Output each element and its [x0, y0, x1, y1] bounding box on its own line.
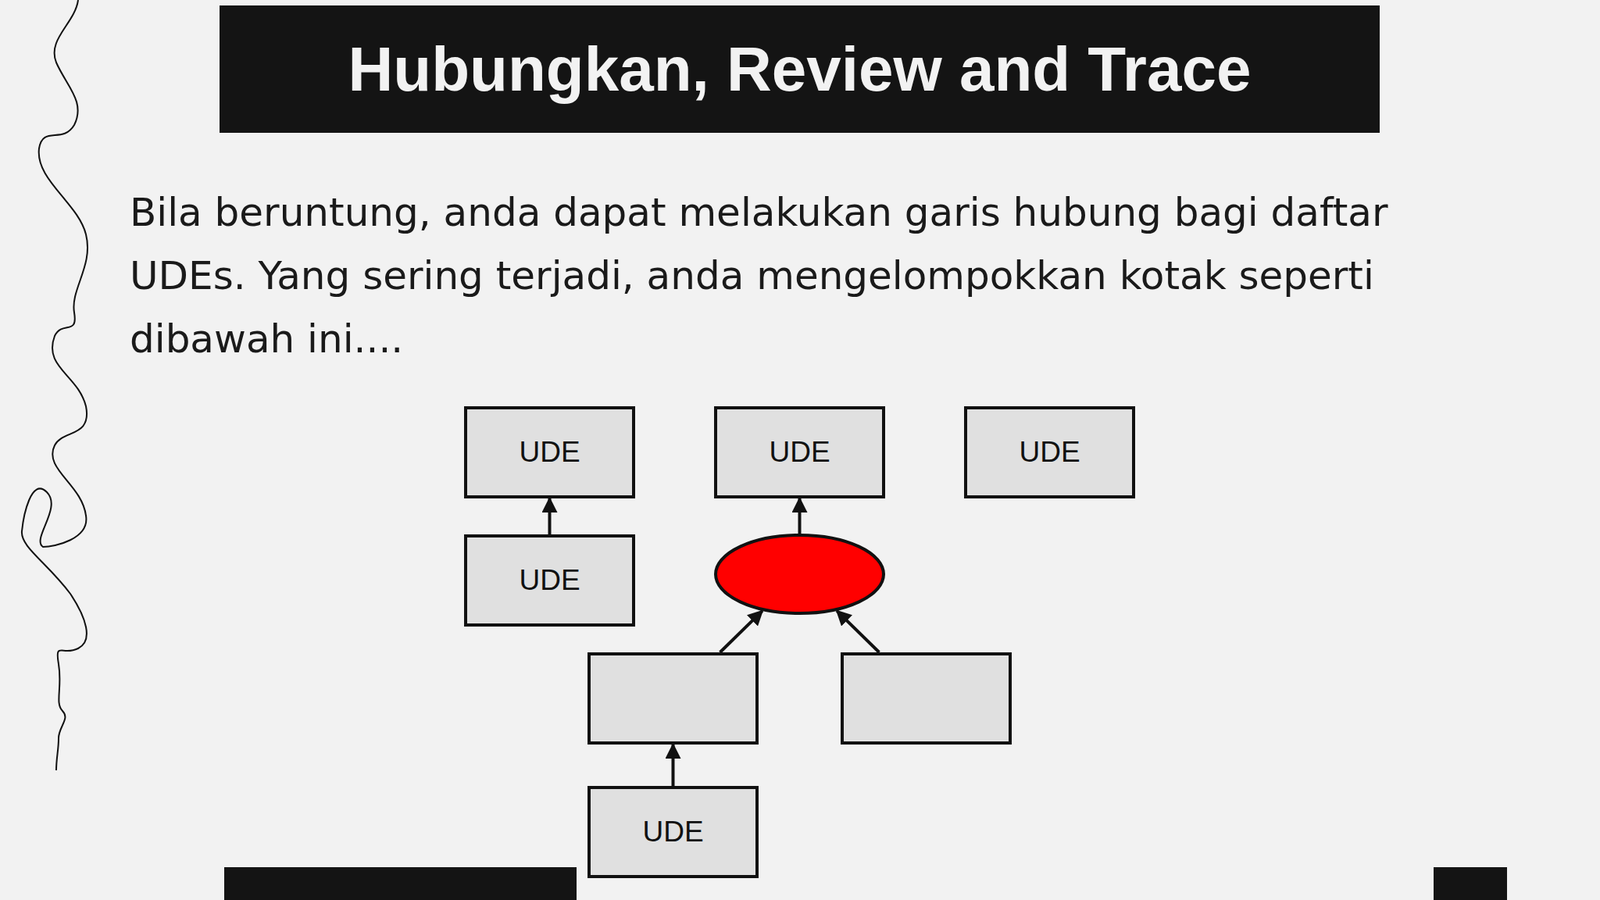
ude-box [587, 652, 759, 745]
bottom-bar [224, 867, 577, 900]
arrow-connector [671, 744, 675, 786]
ude-box: UDE [964, 406, 1136, 499]
node-label: UDE [1018, 435, 1080, 469]
node-label: UDE [518, 435, 580, 469]
squiggle-line [21, 0, 88, 771]
bottom-bar [1433, 867, 1508, 900]
ellipse-outline [715, 535, 884, 614]
core-ellipse [714, 533, 886, 615]
node-label: UDE [642, 815, 704, 849]
ude-box: UDE [587, 785, 759, 879]
title-bar: Hubungkan, Review and Trace [219, 5, 1380, 133]
arrow-connector [720, 610, 763, 653]
ude-box [840, 652, 1012, 745]
body-text: Bila beruntung, anda dapat melakukan gar… [129, 181, 1419, 372]
arrow-connector [836, 610, 879, 653]
ude-box: UDE [714, 406, 886, 499]
ude-box: UDE [464, 406, 636, 499]
title: Hubungkan, Review and Trace [348, 33, 1252, 106]
ude-box: UDE [464, 534, 636, 627]
arrow-connector [798, 498, 802, 534]
node-label: UDE [768, 435, 830, 469]
ellipse-shape [714, 533, 886, 615]
arrow-connector [548, 498, 552, 535]
node-label: UDE [518, 564, 580, 597]
